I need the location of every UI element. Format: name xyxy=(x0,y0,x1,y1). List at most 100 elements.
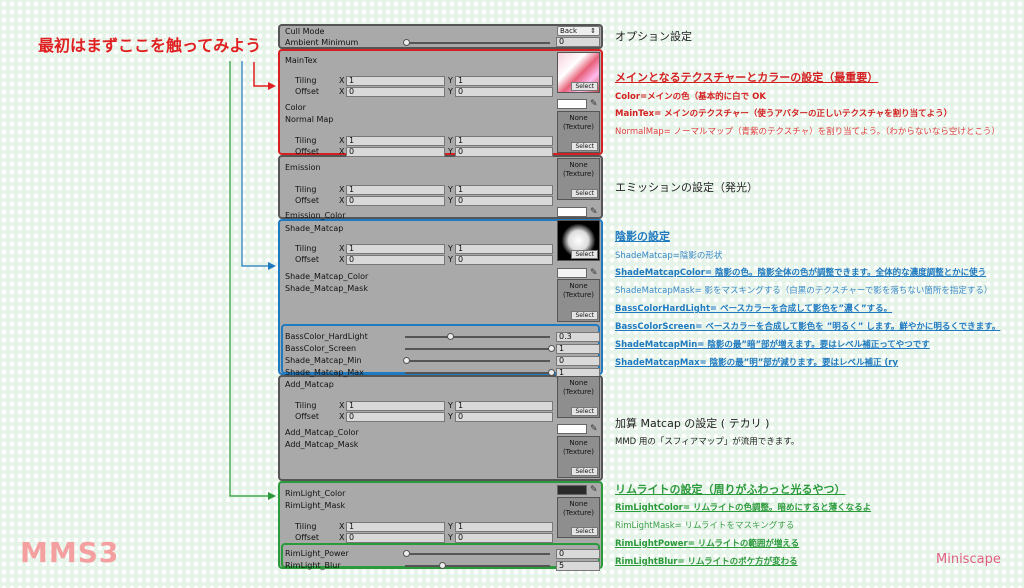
offset-x-field[interactable]: 0 xyxy=(346,533,445,543)
y-label: Y xyxy=(448,136,453,145)
tiling-x-field[interactable]: 1 xyxy=(346,185,445,195)
x-label: X xyxy=(339,147,345,156)
slider-knob[interactable] xyxy=(439,562,447,569)
offset-y-field[interactable]: 0 xyxy=(455,87,553,97)
texture-slot[interactable]: Select xyxy=(557,220,600,261)
annotation-note: Color=メインの色（基本的に白で OK xyxy=(615,92,766,102)
select-button[interactable]: Select xyxy=(571,311,598,320)
tiling-y-field[interactable]: 1 xyxy=(455,136,553,146)
eyedropper-icon[interactable]: ✎ xyxy=(590,424,598,434)
offset-x-field[interactable]: 0 xyxy=(346,412,445,422)
slider-knob[interactable] xyxy=(403,357,410,364)
offset-y-field[interactable]: 0 xyxy=(455,196,553,206)
offset-x-field[interactable]: 0 xyxy=(346,196,445,206)
texture-slot[interactable]: None (Texture) Select xyxy=(557,436,600,478)
tiling-x-field[interactable]: 1 xyxy=(346,244,445,254)
slider-track[interactable] xyxy=(405,348,550,350)
ambient-value-field[interactable]: 0 xyxy=(556,37,600,47)
slider-value-field[interactable]: 0 xyxy=(556,549,600,559)
tiling-y-field[interactable]: 1 xyxy=(455,185,553,195)
select-button[interactable]: Select xyxy=(571,467,598,476)
slider-knob[interactable] xyxy=(548,369,555,376)
tiling-y-field[interactable]: 1 xyxy=(455,244,553,254)
none-texture-text: None (Texture) xyxy=(562,439,595,456)
annotation-note: 陰影の設定 xyxy=(615,230,670,243)
eyedropper-icon[interactable]: ✎ xyxy=(590,99,598,109)
x-label: X xyxy=(339,185,345,194)
annotation-note: RimLightMask= リムライトをマスキングする xyxy=(615,521,795,531)
select-button[interactable]: Select xyxy=(571,250,598,259)
eyedropper-icon[interactable]: ✎ xyxy=(590,485,598,495)
tiling-x-field[interactable]: 1 xyxy=(346,522,445,532)
slider-track[interactable] xyxy=(405,336,550,338)
offset-x-field[interactable]: 0 xyxy=(346,147,445,157)
y-label: Y xyxy=(448,522,453,531)
color-swatch[interactable] xyxy=(557,99,587,109)
offset-label: Offset xyxy=(295,255,320,264)
tiling-y-field[interactable]: 1 xyxy=(455,522,553,532)
tiling-y-field[interactable]: 1 xyxy=(455,76,553,86)
x-label: X xyxy=(339,401,345,410)
tiling-x-field[interactable]: 1 xyxy=(346,76,445,86)
options-section xyxy=(278,24,603,49)
texture-slot[interactable]: None (Texture) Select xyxy=(557,279,600,322)
cull-mode-value: Back xyxy=(560,27,577,35)
offset-y-field[interactable]: 0 xyxy=(455,255,553,265)
dropdown-arrows-icon: ⇕ xyxy=(590,27,596,35)
select-button[interactable]: Select xyxy=(571,189,598,198)
slider-value-field[interactable]: 0.3 xyxy=(556,332,600,342)
property-label: RimLight_Blur xyxy=(285,561,341,570)
cull-mode-dropdown[interactable]: Back ⇕ xyxy=(557,26,600,36)
callout-text: 最初はまずここを触ってみよう xyxy=(38,36,262,55)
none-texture-text: None (Texture) xyxy=(562,500,595,517)
slider-value-field[interactable]: 5 xyxy=(556,561,600,571)
tiling-x-field[interactable]: 1 xyxy=(346,136,445,146)
x-label: X xyxy=(339,87,345,96)
offset-y-field[interactable]: 0 xyxy=(455,147,553,157)
slider-value-field[interactable]: 1 xyxy=(556,344,600,354)
slider-track[interactable] xyxy=(405,553,550,555)
slider-track[interactable] xyxy=(405,360,550,362)
slider-knob[interactable] xyxy=(548,345,555,352)
color-swatch[interactable] xyxy=(557,268,587,278)
texture-slot[interactable]: Select xyxy=(557,52,600,93)
offset-x-field[interactable]: 0 xyxy=(346,255,445,265)
tiling-label: Tiling xyxy=(295,401,317,410)
select-button[interactable]: Select xyxy=(571,82,598,91)
slider-value-field[interactable]: 0 xyxy=(556,356,600,366)
x-label: X xyxy=(339,412,345,421)
y-label: Y xyxy=(448,87,453,96)
color-swatch[interactable] xyxy=(557,485,587,495)
offset-label: Offset xyxy=(295,533,320,542)
texture-slot[interactable]: None (Texture)Select xyxy=(557,158,600,200)
property-label: Add_Matcap_Mask xyxy=(285,440,359,449)
offset-x-field[interactable]: 0 xyxy=(346,87,445,97)
texture-slot[interactable]: None (Texture) Select xyxy=(557,497,600,538)
ambient-slider-track[interactable] xyxy=(405,42,550,44)
color-swatch[interactable] xyxy=(557,207,587,217)
eyedropper-icon[interactable]: ✎ xyxy=(590,268,598,278)
select-button[interactable]: Select xyxy=(571,142,598,151)
offset-label: Offset xyxy=(295,147,320,156)
texture-slot[interactable]: None (Texture) Select xyxy=(557,111,600,153)
property-label: Shade_Matcap_Mask xyxy=(285,284,368,293)
none-texture-text: None (Texture) xyxy=(562,282,595,299)
select-button[interactable]: Select xyxy=(571,527,598,536)
property-label: RimLight_Mask xyxy=(285,501,346,510)
slider-knob[interactable] xyxy=(446,333,454,340)
annotation-note: ShadeMatcapMin= 陰影の最”暗”部が増えます。要はレベル補正ってや… xyxy=(615,340,930,350)
tiling-y-field[interactable]: 1 xyxy=(455,401,553,411)
texture-slot[interactable]: None (Texture)Select xyxy=(557,376,600,418)
offset-y-field[interactable]: 0 xyxy=(455,412,553,422)
offset-y-field[interactable]: 0 xyxy=(455,533,553,543)
eyedropper-icon[interactable]: ✎ xyxy=(590,207,598,217)
none-texture-text: None (Texture) xyxy=(562,114,595,131)
color-swatch[interactable] xyxy=(557,424,587,434)
ambient-slider-knob[interactable] xyxy=(403,39,410,46)
tiling-x-field[interactable]: 1 xyxy=(346,401,445,411)
select-button[interactable]: Select xyxy=(571,407,598,416)
slider-track[interactable] xyxy=(405,372,550,374)
y-label: Y xyxy=(448,244,453,253)
slider-track[interactable] xyxy=(405,565,550,567)
slider-knob[interactable] xyxy=(403,550,410,557)
